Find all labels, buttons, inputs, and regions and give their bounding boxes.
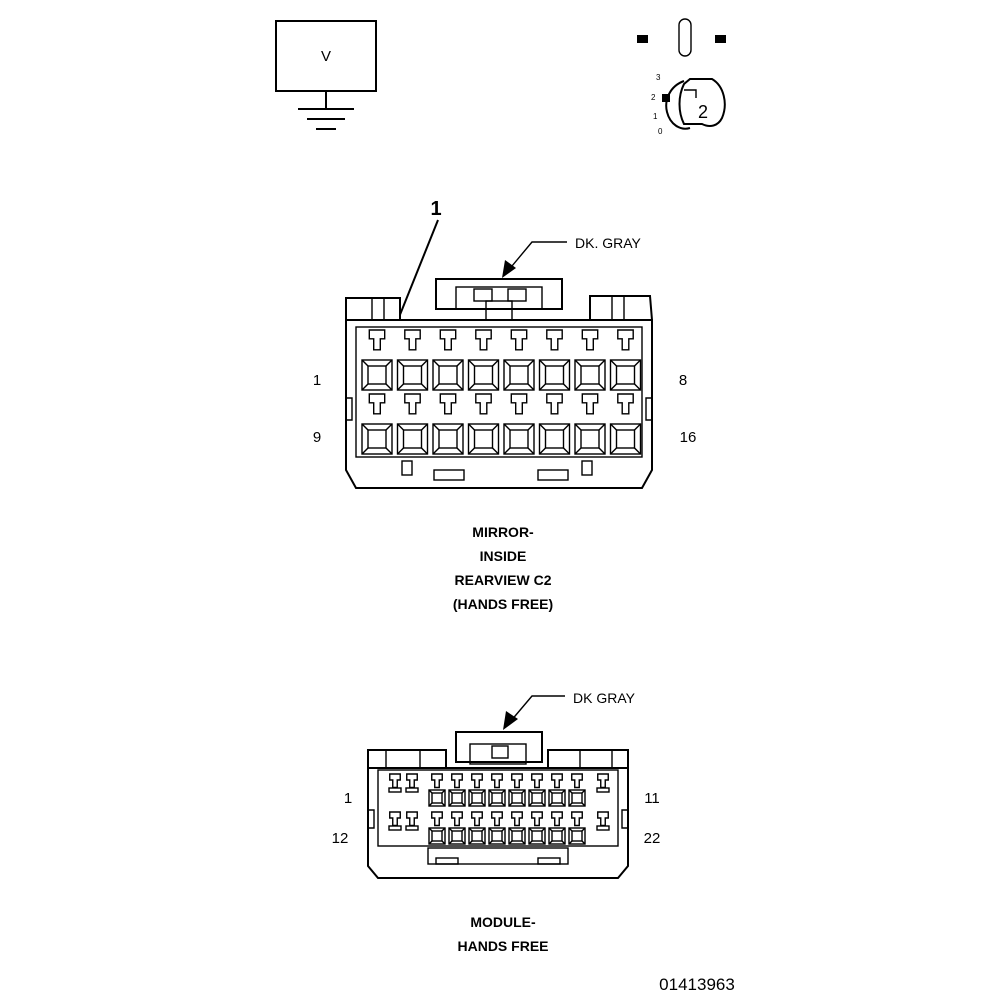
module-pin-label-1: 1 <box>344 790 352 807</box>
terminal-slot <box>617 329 634 351</box>
terminal-slot <box>471 773 483 789</box>
pin-cavity <box>609 423 642 455</box>
terminal-slot <box>431 811 443 827</box>
terminal-slot <box>471 811 483 827</box>
key-position-3: 3 <box>656 73 661 82</box>
c2-color-label: DK. GRAY <box>575 235 642 251</box>
terminal-slot <box>571 811 583 827</box>
terminal-slot <box>368 393 386 415</box>
terminal-slot <box>475 393 492 415</box>
pin-cavity <box>448 789 466 807</box>
terminal-slot <box>581 329 599 351</box>
terminal-slot <box>551 811 563 827</box>
c2-title-line-1: MIRROR- <box>472 524 534 540</box>
pin-cavity <box>538 359 571 391</box>
pin-cavity <box>361 423 393 455</box>
pin-cavity <box>467 423 500 455</box>
module-pin-label-22: 22 <box>644 830 661 847</box>
module-title-line-1: MODULE- <box>470 914 536 930</box>
terminal-slot <box>617 393 634 415</box>
connector-module: DK GRAY 1 11 12 22 MODULE- HANDS FREE <box>332 690 661 954</box>
terminal-slot <box>551 773 563 789</box>
terminal-slot <box>511 773 523 789</box>
terminal-slot <box>439 393 457 415</box>
key-position-0: 0 <box>658 127 663 136</box>
c2-title-line-2: INSIDE <box>480 548 527 564</box>
pin-cavity <box>396 359 429 391</box>
pin-cavity <box>508 827 526 845</box>
terminal-slot <box>546 329 563 351</box>
c2-pin-label-16: 16 <box>680 429 697 446</box>
pin-cavity <box>428 827 446 845</box>
pin-cavity <box>548 827 566 845</box>
pin-cavity <box>468 789 486 807</box>
module-cavity-grid <box>388 773 610 845</box>
voltmeter-symbol: V <box>275 20 377 130</box>
terminal-slot <box>581 393 599 415</box>
terminal-slot <box>511 811 523 827</box>
terminal-slot <box>491 811 503 827</box>
c2-pin-label-1: 1 <box>313 372 321 389</box>
pin-cavity <box>568 827 586 845</box>
terminal-slot <box>451 811 463 827</box>
pin-cavity <box>428 789 446 807</box>
pin-cavity <box>528 827 546 845</box>
terminal-slot <box>475 329 492 351</box>
terminal-slot <box>404 393 421 415</box>
figure-id: 01413963 <box>659 975 735 994</box>
pin-cavity <box>432 359 464 391</box>
terminal-slot <box>510 329 528 351</box>
pin-cavity <box>361 359 393 391</box>
c2-pin-label-9: 9 <box>313 429 321 446</box>
terminal-slot <box>439 329 457 351</box>
pin-cavity <box>548 789 566 807</box>
terminal-slot <box>546 393 563 415</box>
terminal-slot <box>451 773 463 789</box>
pin-cavity <box>448 827 466 845</box>
pin-cavity <box>574 423 606 455</box>
callout-number: 1 <box>430 198 441 220</box>
ignition-key-icon: 3 2 1 0 2 <box>637 18 726 136</box>
terminal-slot <box>368 329 386 351</box>
pin-cavity <box>488 789 506 807</box>
terminal-slot <box>571 773 583 789</box>
c2-cavity-grid <box>361 329 642 455</box>
pin-cavity <box>468 827 486 845</box>
c2-pin-label-8: 8 <box>679 372 687 389</box>
c2-title-line-4: (HANDS FREE) <box>453 596 553 612</box>
pin-cavity <box>488 827 506 845</box>
key-position-1: 1 <box>653 112 658 121</box>
pin-cavity <box>503 423 535 455</box>
pin-cavity <box>432 423 464 455</box>
pin-cavity <box>467 359 500 391</box>
terminal-slot <box>510 393 528 415</box>
pin-cavity <box>503 359 535 391</box>
voltmeter-label: V <box>321 48 331 65</box>
pin-cavity <box>609 359 642 391</box>
ground-icon <box>298 108 354 130</box>
key-position-2: 2 <box>651 93 656 102</box>
module-title-line-2: HANDS FREE <box>457 938 548 954</box>
c2-title-line-3: REARVIEW C2 <box>455 572 552 588</box>
terminal-slot <box>491 773 503 789</box>
module-color-label: DK GRAY <box>573 690 636 706</box>
terminal-slot <box>404 329 421 351</box>
connector-c2: 1 DK. GRAY 1 8 9 16 MIRROR <box>313 198 697 612</box>
module-pin-label-12: 12 <box>332 830 349 847</box>
pin-cavity <box>396 423 429 455</box>
pin-cavity <box>574 359 606 391</box>
pin-cavity <box>508 789 526 807</box>
module-pin-label-11: 11 <box>644 790 660 807</box>
pin-cavity <box>538 423 571 455</box>
terminal-slot <box>531 773 543 789</box>
terminal-slot <box>431 773 443 789</box>
pin-cavity <box>568 789 586 807</box>
pin-cavity <box>528 789 546 807</box>
terminal-slot <box>531 811 543 827</box>
key-selected-position: 2 <box>698 102 708 122</box>
